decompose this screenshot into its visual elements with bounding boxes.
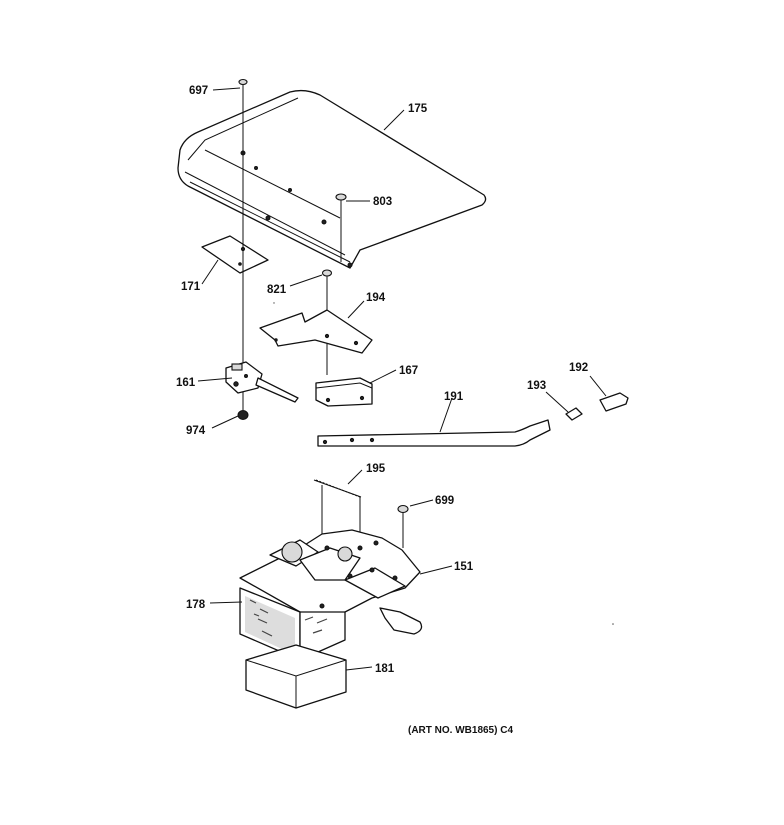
- part-699-screw: [397, 504, 409, 548]
- part-803-screw: [335, 193, 347, 262]
- callout-178: 178: [186, 599, 206, 611]
- part-192-knob: [599, 392, 629, 412]
- part-167-block: [315, 377, 373, 407]
- part-974-nut: [237, 410, 249, 420]
- art-number: (ART NO. WB1865) C4: [408, 725, 513, 736]
- speck: [273, 302, 275, 304]
- callout-192: 192: [569, 362, 588, 374]
- callout-803: 803: [373, 196, 392, 208]
- callout-193: 193: [527, 380, 546, 392]
- callout-195: 195: [366, 463, 386, 475]
- callout-171: 171: [181, 281, 201, 293]
- part-175-cover: [177, 89, 487, 269]
- part-161-switch: [225, 361, 299, 403]
- callout-974: 974: [186, 425, 206, 437]
- part-821-screw: [321, 269, 333, 375]
- callout-194: 194: [366, 292, 386, 304]
- callout-697: 697: [189, 85, 208, 97]
- callout-labels: 697 175 803 171 821 194 161 167 192 193 …: [176, 85, 588, 675]
- callout-181: 181: [375, 663, 395, 675]
- part-191-rod: [317, 419, 551, 447]
- part-178-insulation: [239, 587, 346, 661]
- speck: [612, 623, 614, 625]
- part-697-screw: [238, 78, 248, 150]
- callout-699: 699: [435, 495, 454, 507]
- callout-167: 167: [399, 365, 418, 377]
- callout-821: 821: [267, 284, 287, 296]
- callout-175: 175: [408, 103, 428, 115]
- leader-lines: [197, 87, 607, 671]
- callout-151: 151: [454, 561, 474, 573]
- callout-191: 191: [444, 391, 464, 403]
- callout-161: 161: [176, 377, 196, 389]
- part-193-clip: [565, 407, 583, 421]
- part-151-mechanism: [239, 529, 423, 635]
- part-171-plate: [201, 235, 269, 274]
- part-194-bracket: [259, 309, 373, 354]
- part-181-block: [245, 644, 347, 709]
